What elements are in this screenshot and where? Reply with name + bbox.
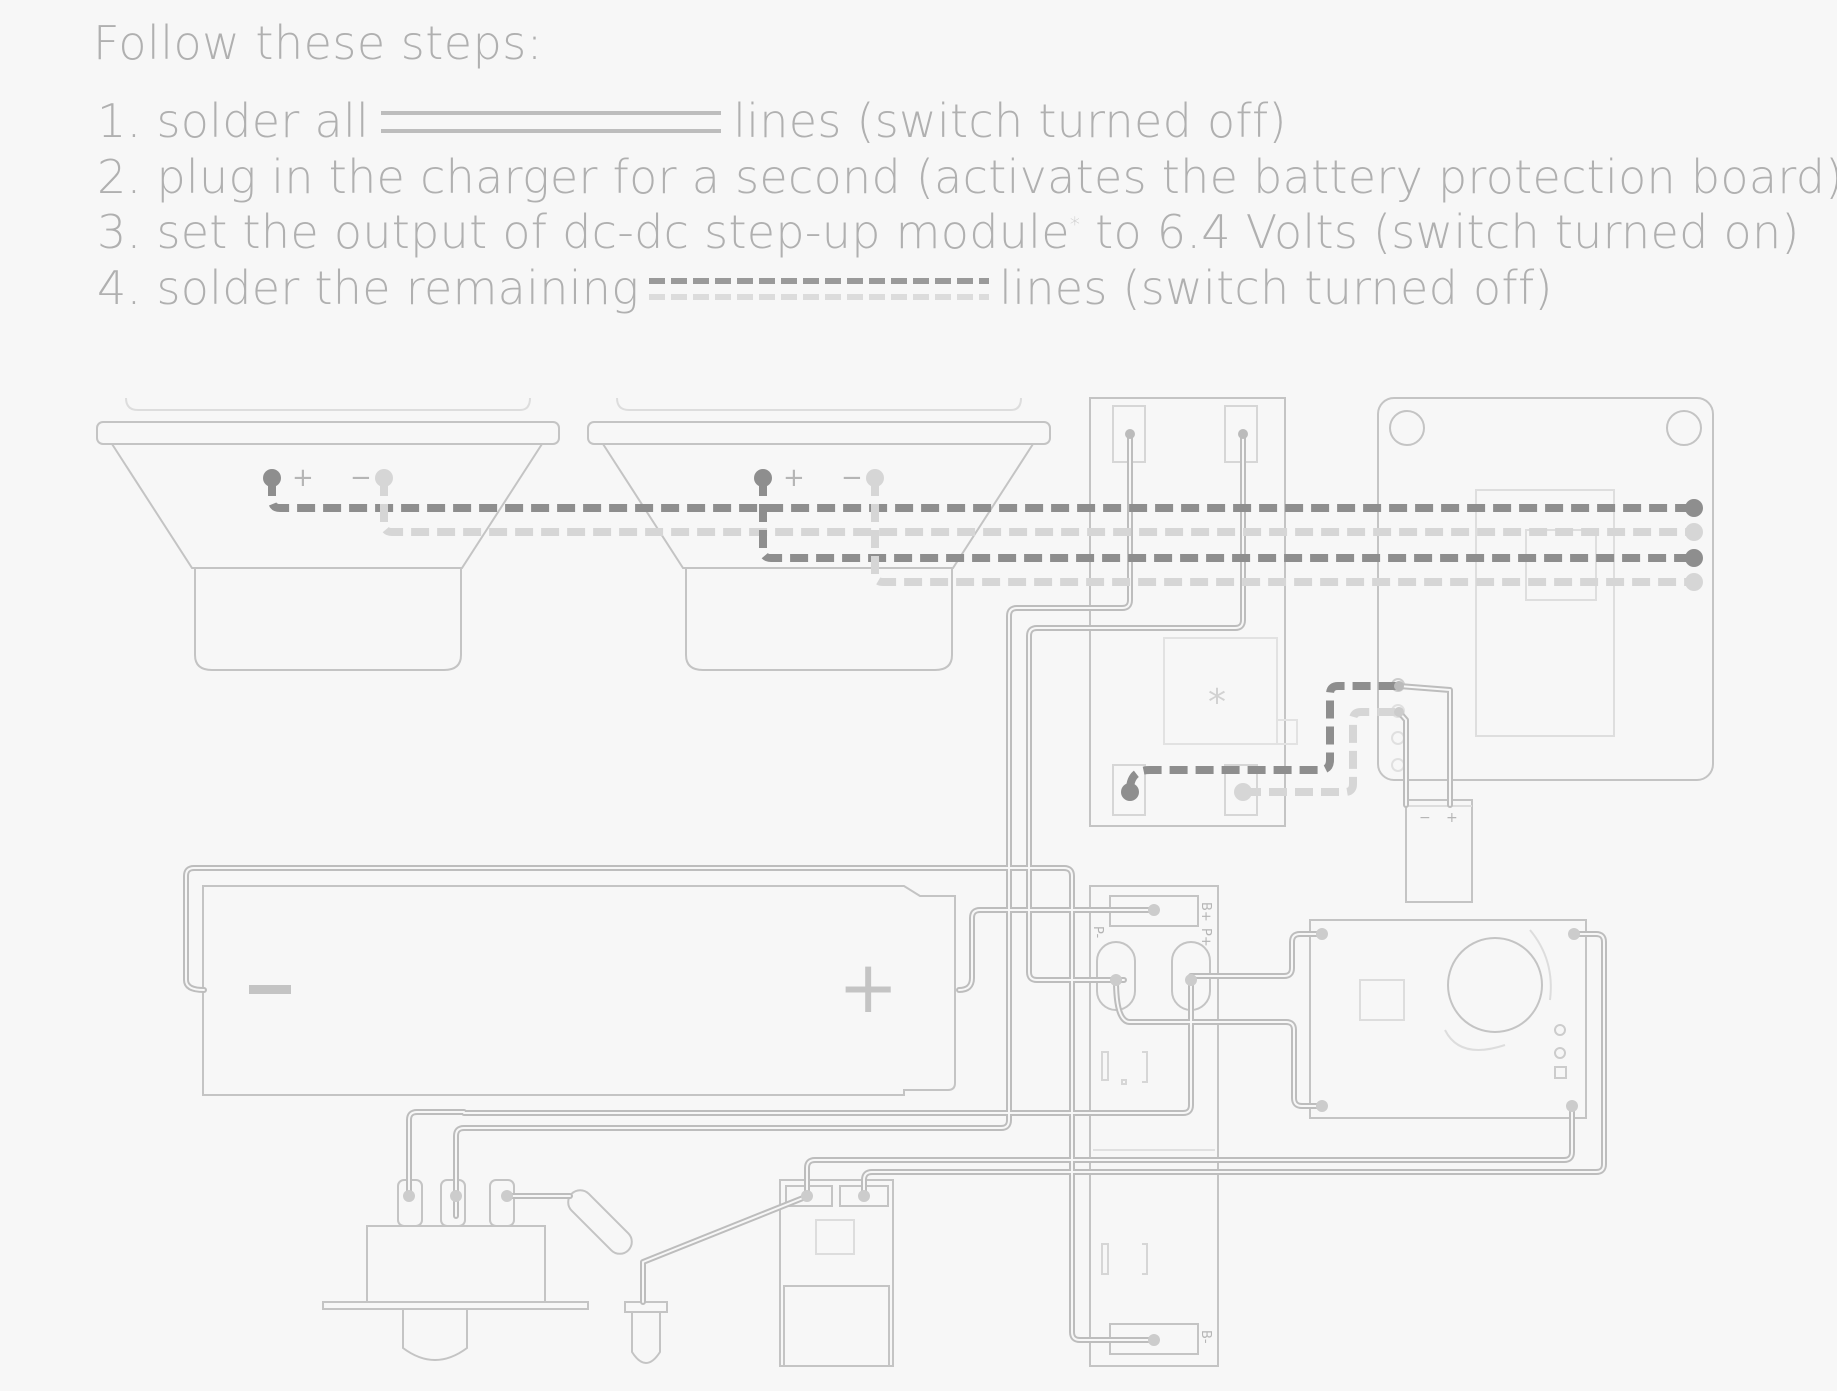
bms-bplus-label: B+: [1198, 902, 1213, 922]
step-1-text-before: solder all: [156, 94, 370, 148]
bms-pplus-label: P+: [1198, 928, 1213, 947]
speaker-left: [96, 397, 560, 671]
dcdc-asterisk-label: *: [1208, 682, 1226, 723]
amplifier-board: [1089, 397, 1298, 827]
asterisk-marker: *: [1069, 212, 1081, 237]
capacitor-plus-label: +: [1446, 810, 1458, 826]
speaker-left-plus-label: +: [292, 463, 314, 493]
solid-line-legend: [381, 110, 722, 133]
dashed-line-legend: [649, 276, 990, 302]
capacitor-minus-label: −: [1419, 810, 1431, 826]
step-1: 1. solder all lines (switch turned off): [97, 94, 1287, 148]
step-1-number: 1.: [97, 94, 142, 148]
step-4: 4. solder the remaining lines (switch tur…: [97, 261, 1553, 315]
battery: [202, 885, 956, 1096]
bms-bminus-label: B-: [1198, 1330, 1213, 1344]
bms-pminus-label: P-: [1090, 926, 1105, 939]
charger-module: [1309, 919, 1587, 1119]
speaker-right-plus-label: +: [783, 463, 805, 493]
battery-plus-label: +: [838, 945, 898, 1029]
step-4-text-before: solder the remaining: [156, 261, 640, 315]
bms-board: [1089, 885, 1219, 1367]
step-2: 2. plug in the charger for a second (act…: [97, 150, 1837, 204]
capacitor: [1405, 799, 1473, 903]
usb-charger: [779, 1179, 894, 1367]
step-2-number: 2.: [97, 150, 142, 204]
step-1-text-after: lines (switch turned off): [733, 94, 1287, 148]
led: [624, 1301, 668, 1364]
resistor: [567, 1189, 633, 1255]
step-4-number: 4.: [97, 261, 142, 315]
step-4-text-after: lines (switch turned off): [999, 261, 1553, 315]
step-3-text-before: set the output of dc-dc step-up module: [156, 205, 1070, 259]
instructions-heading: Follow these steps:: [93, 16, 543, 70]
speaker-right-minus-label: −: [841, 463, 863, 493]
audio-board: [1377, 397, 1714, 781]
step-2-text: plug in the charger for a second (activa…: [156, 150, 1837, 204]
step-3-text-after: to 6.4 Volts (switch turned on): [1095, 205, 1800, 259]
speaker-left-minus-label: −: [350, 463, 372, 493]
step-3: 3. set the output of dc-dc step-up modul…: [97, 205, 1800, 259]
step-3-number: 3.: [97, 205, 142, 259]
